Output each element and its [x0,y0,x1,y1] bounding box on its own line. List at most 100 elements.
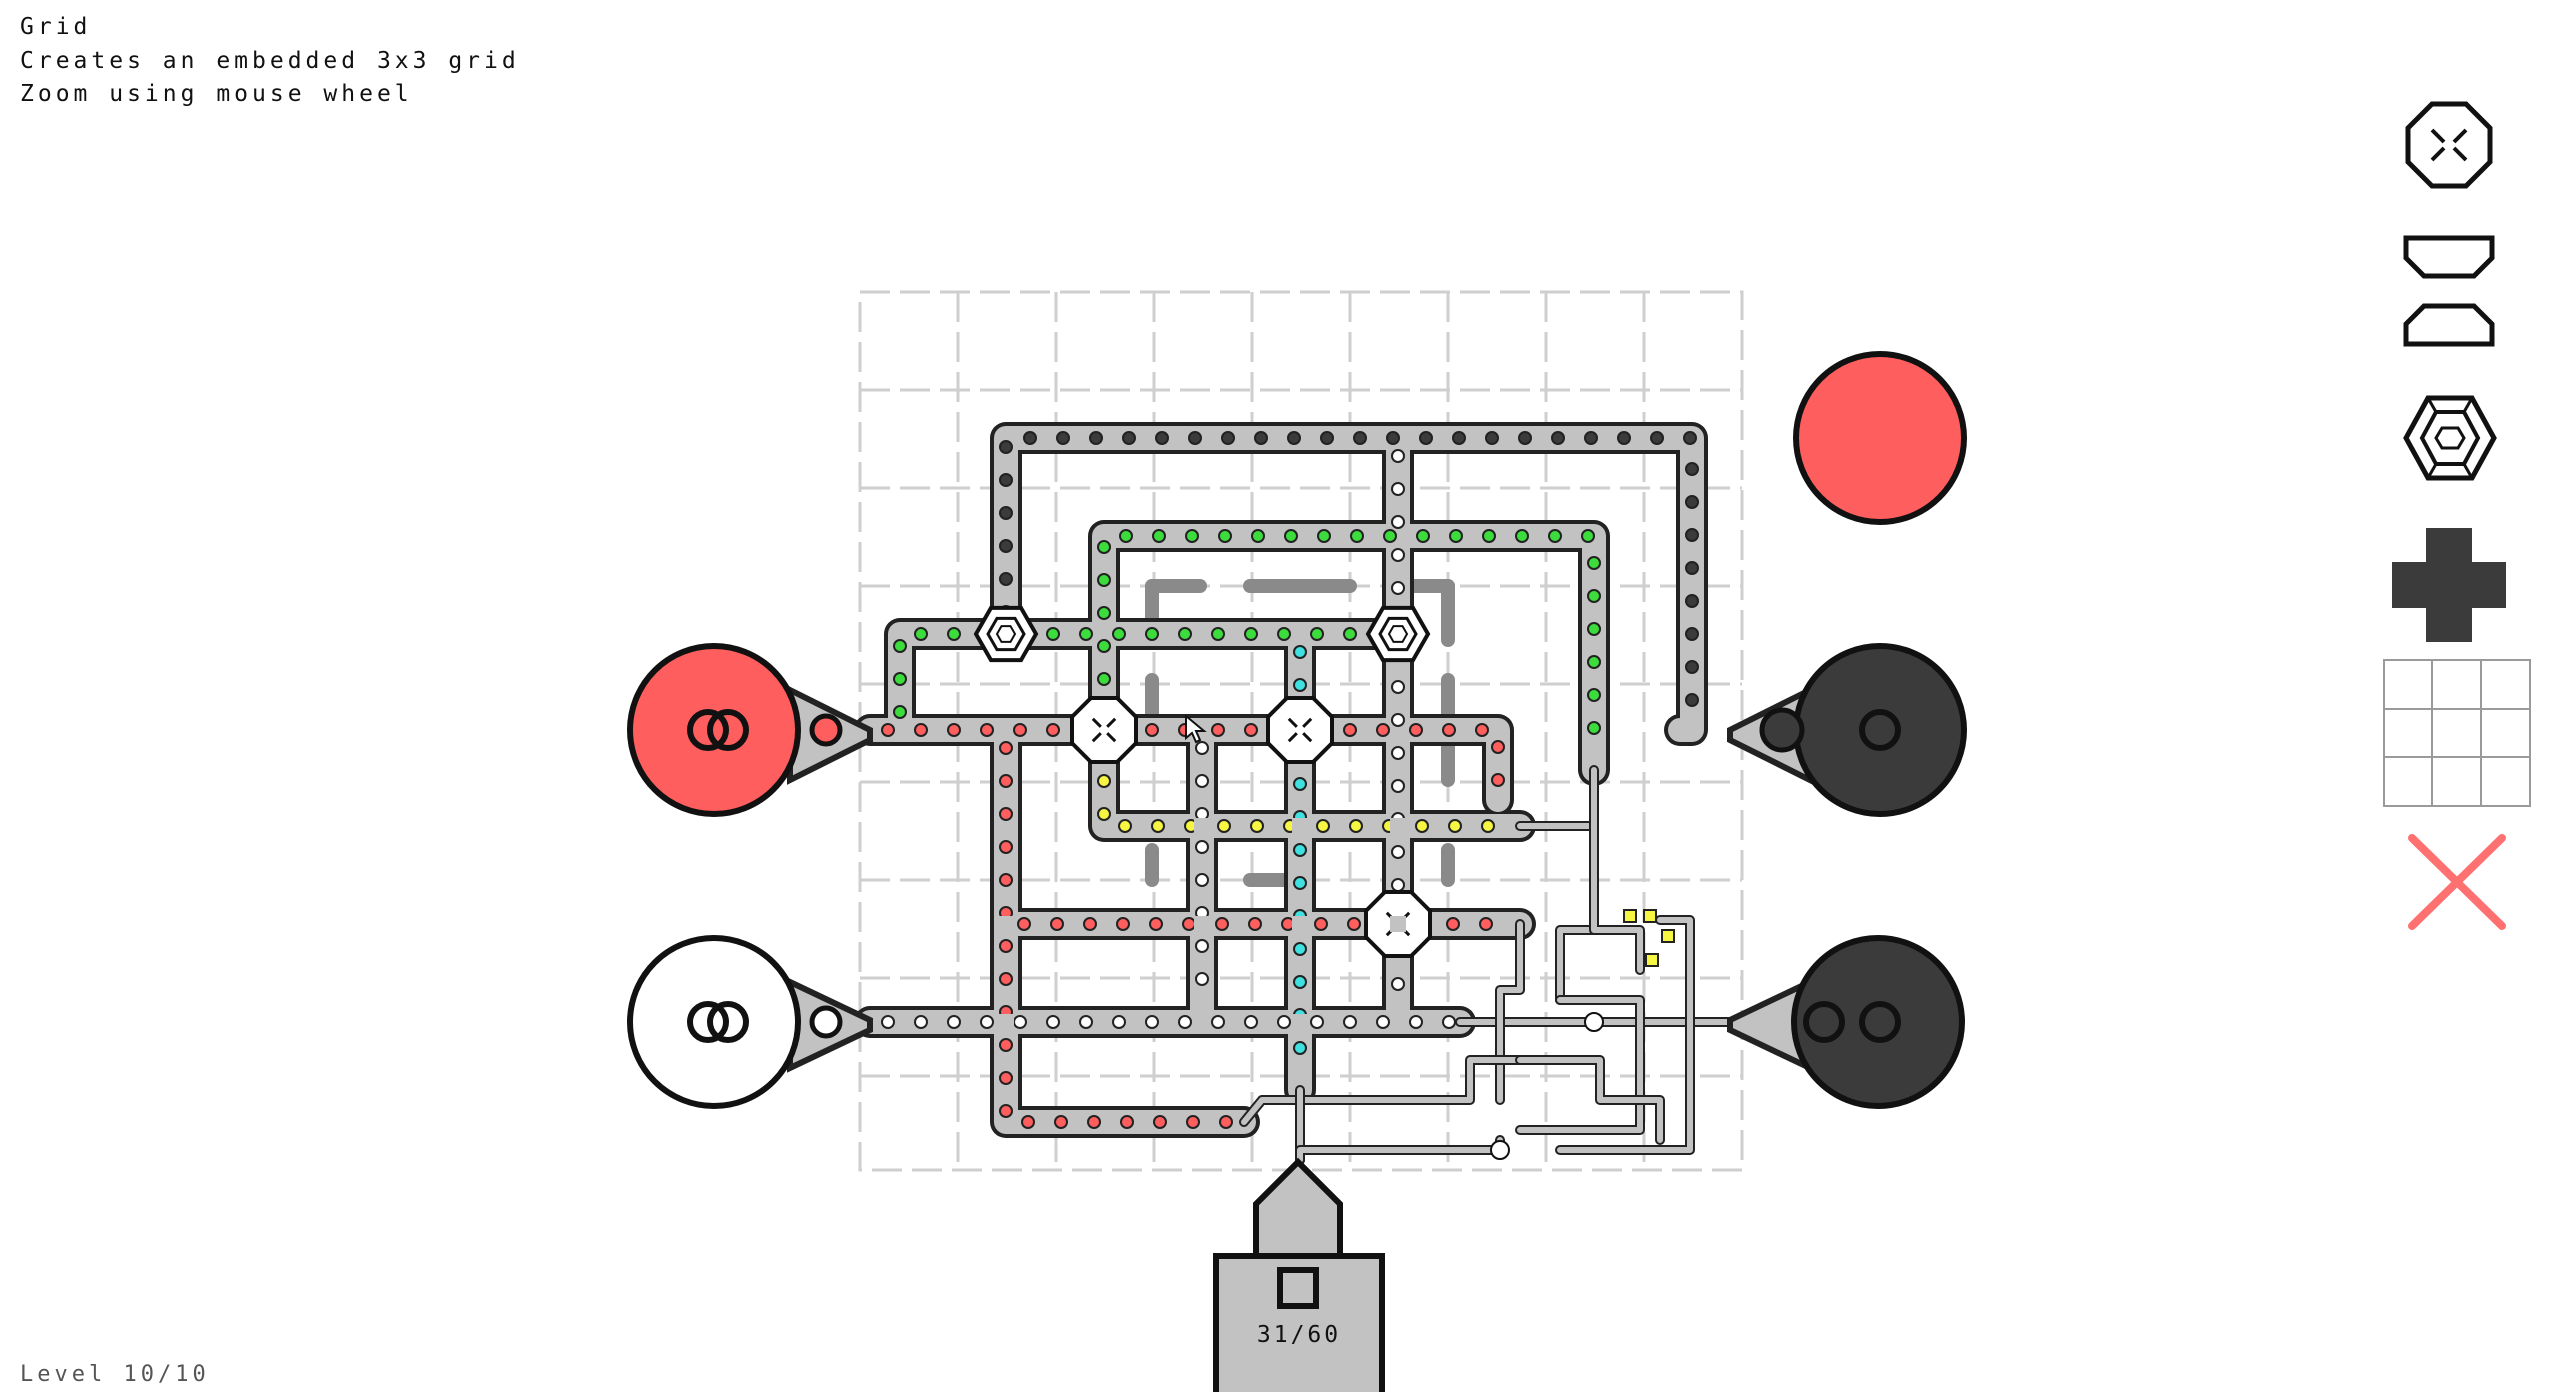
signal-dot [999,1071,1013,1085]
signal-dot [1685,660,1699,674]
signal-dot [893,639,907,653]
signal-dot [1215,917,1229,931]
octagon-splitter-tool[interactable] [2405,101,2493,189]
signal-dot [1416,529,1430,543]
signal-dot [1515,529,1529,543]
signal-dot [1587,655,1601,669]
source-red[interactable] [627,643,873,817]
signal-dot [1293,975,1307,989]
signal-dot [999,1038,1013,1052]
octagon-splitter-left[interactable] [1070,696,1138,764]
signal-dot [1376,723,1390,737]
signal-dot [1491,773,1505,787]
signal-dot [1350,529,1364,543]
octagon-splitter-icon [2430,128,2468,162]
signal-dot [1376,1015,1390,1029]
signal-dot [1479,917,1493,931]
signal-dot [1485,431,1499,445]
signal-dot [1195,840,1209,854]
zoom-hint: Zoom using mouse wheel [20,81,413,107]
track-junction [1292,1014,1308,1030]
signal-dot [1079,1015,1093,1029]
signal-dot [1155,431,1169,445]
signal-dot [1581,529,1595,543]
signal-dot [1046,723,1060,737]
ring-icon [1803,1001,1845,1043]
mini-yellow-marker [1645,953,1659,967]
signal-dot [1079,627,1093,641]
signal-dot [1343,1015,1357,1029]
signal-dot [1254,431,1268,445]
signal-dot [893,672,907,686]
signal-dot [1685,528,1699,542]
mini-junction [1584,1012,1604,1032]
signal-dot [1317,529,1331,543]
output-square-icon [1277,1267,1319,1309]
signal-dot [1442,723,1456,737]
signal-dot [1287,431,1301,445]
signal-dot [1145,627,1159,641]
level-description: Creates an embedded 3x3 grid [20,48,520,74]
signal-dot [1551,431,1565,445]
signal-dot [1587,622,1601,636]
signal-dot [1118,819,1132,833]
embedded-grid-circuit [1239,765,1735,1165]
signal-dot [999,807,1013,821]
signal-dot [947,723,961,737]
signal-dot [1491,740,1505,754]
target-red[interactable] [1793,351,1967,525]
signal-dot [1211,723,1225,737]
junctions[interactable] [973,605,1432,1030]
signal-dot [1293,645,1307,659]
signal-dot [1217,819,1231,833]
target-dark-top[interactable] [1727,643,1967,817]
hexagon-merger-left[interactable] [973,605,1039,663]
signal-dot [1152,529,1166,543]
signal-dot [1587,556,1601,570]
source-white[interactable] [627,935,873,1109]
signal-dot [1314,917,1328,931]
track-junction [1292,818,1308,834]
signal-dot [999,473,1013,487]
signal-dot [999,939,1013,953]
signal-dot [1343,723,1357,737]
signal-dot [1409,723,1423,737]
mouse-cursor-icon [1185,713,1207,744]
signal-dot [1277,627,1291,641]
signal-dot [1587,589,1601,603]
signal-dot [881,723,895,737]
signal-dot [1475,723,1489,737]
signal-dot [914,1015,928,1029]
signal-dot [881,1015,895,1029]
signal-dot [1293,1041,1307,1055]
signal-dot [1343,627,1357,641]
signal-dot [1347,917,1361,931]
signal-dot [999,440,1013,454]
hexagon-merger-right[interactable] [1365,605,1431,663]
octagon-splitter-mid[interactable] [1266,696,1334,764]
signal-dot [1097,606,1111,620]
grid-tool[interactable] [2383,659,2531,807]
delete-tool[interactable] [2408,834,2506,930]
signal-dot [1419,431,1433,445]
signal-dot [1685,495,1699,509]
target-dark-bottom[interactable] [1727,935,1965,1109]
signal-dot [1056,431,1070,445]
signal-dot [1293,777,1307,791]
signal-dot [1650,431,1664,445]
cross-icon [2392,528,2506,642]
half-gates-tool[interactable] [2403,235,2495,347]
signal-dot [1391,581,1405,595]
hexagon-merger-tool[interactable] [2403,395,2497,481]
signal-dot [999,741,1013,755]
signal-dot [1320,431,1334,445]
signal-dot [1097,672,1111,686]
signal-dot [1244,1015,1258,1029]
signal-dot [1293,678,1307,692]
signal-dot [1178,627,1192,641]
mini-junction [1490,1140,1510,1160]
cross-tool[interactable] [2392,528,2506,642]
signal-dot [1683,431,1697,445]
